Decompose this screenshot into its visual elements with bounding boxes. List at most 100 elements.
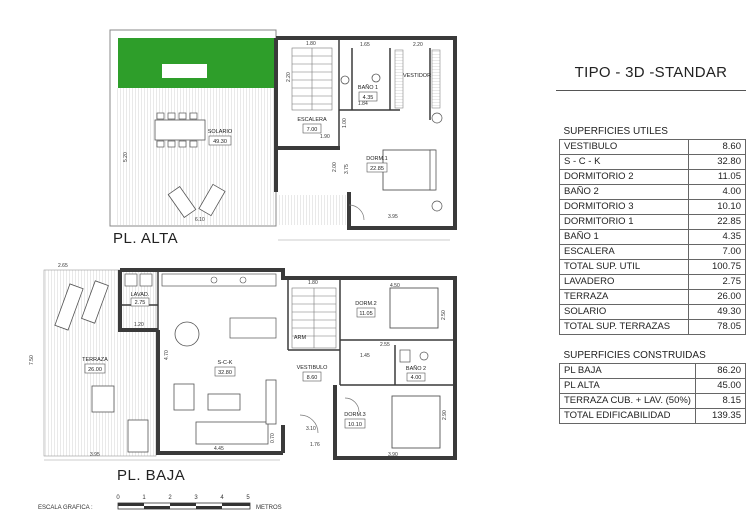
row-value: 49.30 [688,304,746,320]
row-label: DORMITORIO 3 [559,199,689,215]
room-area-dorm1: 22.85 [370,166,384,172]
loungers-icon [167,183,226,219]
room-area-bano2: 4.00 [411,375,422,381]
row-label: PL BAJA [559,363,696,379]
room-label-vestidor: VESTIDOR [403,73,431,79]
dim-text: 2.90 [442,410,448,420]
dim-text: 3.90 [388,452,398,458]
room-area-sck: 32.80 [218,370,232,376]
row-value: 7.00 [688,244,746,260]
scale-tick: 0 [116,495,120,501]
built-areas-header: SUPERFICIES CONSTRUIDAS [559,349,746,364]
lower-stairs-icon [291,287,337,349]
dim-text: 1.00 [342,118,348,128]
dim-text: 1.84 [358,101,368,107]
upper-floor-plan: 1.80 1.65 2.20 2.20 1.84 1.90 1.00 2.00 … [109,29,457,241]
row-label: SOLARIO [559,304,689,320]
room-label-dorm2: DORM.2 [355,301,376,307]
dim-text: 2.00 [332,162,338,172]
room-label-dorm3: DORM.3 [344,412,365,418]
row-label: LAVADERO [559,274,689,290]
room-area-dorm3: 10.10 [348,422,362,428]
useful-areas-header: SUPERFICIES UTILES [559,125,746,140]
row-value: 26.00 [688,289,746,305]
room-label-escalera: ESCALERA [297,117,327,123]
row-label: TERRAZA [559,289,689,305]
room-label-lavad: LAVAD. [131,292,150,298]
row-value: 11.05 [688,169,746,185]
single-bed-icon [391,395,441,449]
green-planter [118,38,275,88]
scale-tick: 3 [194,495,198,501]
single-bed-icon [389,287,439,329]
dim-text: 3.10 [306,426,316,432]
graphic-scale: ESCALA GRAFICA : 0 1 2 3 4 5 METROS [38,495,282,511]
lower-floor-label: PL. BAJA [117,467,186,484]
dim-text: 1.20 [134,322,144,328]
terrace-loungers-icon [54,280,149,453]
upper-floor-label: PL. ALTA [113,230,179,247]
page-title: TIPO - 3D -STANDAR [574,64,728,81]
row-value: 86.20 [694,363,747,379]
title-divider [556,90,746,91]
dim-text: 2.65 [58,263,68,269]
dim-text: 4.70 [164,350,170,360]
row-value: 4.00 [688,184,746,200]
dim-text: 3.95 [388,214,398,220]
dim-text: 1.45 [360,353,370,359]
dim-text: 2.20 [413,42,423,48]
upper-stairs-icon [291,47,333,111]
dim-text: 1.65 [360,42,370,48]
room-label-bano2: BAÑO 2 [406,365,426,372]
room-label-bano1: BAÑO 1 [358,84,378,91]
row-value: 8.15 [694,393,747,409]
row-value: 139.35 [694,408,747,424]
row-value: 78.05 [688,319,746,335]
scale-tick: 5 [246,495,250,501]
row-value: 2.75 [688,274,746,290]
dim-text: 2.55 [380,342,390,348]
row-value: 100.75 [688,259,746,275]
dim-text: 2.20 [286,72,292,82]
scale-tick: 1 [142,495,146,501]
dim-text: 6.10 [195,217,205,223]
row-value: 4.35 [688,229,746,245]
row-label: DORMITORIO 1 [559,214,689,230]
dim-text: 1.80 [308,280,318,286]
dim-text: 5.20 [123,152,129,162]
row-label: ESCALERA [559,244,689,260]
room-area-vestibulo: 8.60 [307,375,318,381]
dim-text: 4.50 [390,283,400,289]
row-label: TOTAL EDIFICABILIDAD [559,408,696,424]
row-value: 32.80 [688,154,746,170]
double-bed-icon [382,149,436,191]
room-label-terraza: TERRAZA [82,357,108,363]
round-table-icon [174,321,200,347]
solarium-deck [117,88,275,225]
table-row: TERRAZA CUB. + LAV. (50%)8.15 [559,393,747,409]
row-label: TOTAL SUP. TERRAZAS [559,319,689,335]
row-label: TERRAZA CUB. + LAV. (50%) [559,393,696,409]
dining-table-icon [154,119,206,141]
room-label-dorm1: DORM.1 [366,156,387,162]
room-area-bano1: 4.35 [363,95,374,101]
room-area-dorm2: 11.05 [359,311,372,317]
upper-walls [274,36,457,230]
row-value: 45.00 [694,378,747,394]
row-label: S - C - K [559,154,689,170]
room-area-terraza: 26.00 [88,367,102,373]
row-value: 10.10 [688,199,746,215]
